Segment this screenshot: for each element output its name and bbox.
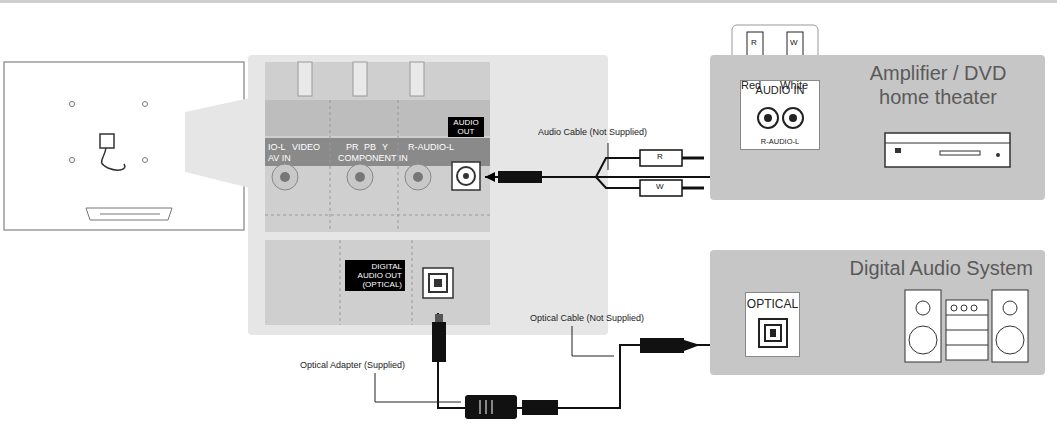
tv-back (86, 208, 172, 220)
connector-panel (280, 172, 290, 182)
connector-panel (330, 100, 331, 230)
connector-panel (405, 164, 431, 190)
connector-panel (248, 55, 608, 335)
label-text: Red (741, 79, 761, 92)
connector-panel (412, 240, 413, 325)
optical-adapter-and-plugs (492, 400, 493, 414)
tv-back (143, 158, 148, 163)
node-title: OPTICAL (746, 297, 799, 311)
connector-panel (452, 162, 480, 190)
label-text: R (657, 152, 663, 161)
tv-back (70, 158, 75, 163)
connector-panel (265, 100, 490, 136)
connector-panel (347, 164, 373, 190)
label-text: PR (346, 142, 359, 152)
jack-label: DIGITAL AUDIO OUT (OPTICAL) (345, 258, 460, 313)
connector-panel (457, 167, 475, 185)
connector-panel (423, 268, 453, 298)
label-text: White (780, 79, 808, 92)
optical-adapter-and-plugs (480, 400, 481, 414)
optical-adapter-and-plugs (640, 338, 684, 353)
audio-cable-plugs (640, 150, 682, 166)
jack-box: OPTICAL (745, 292, 800, 357)
optical-adapter-and-plugs (486, 400, 487, 414)
label-text: Optical Cable (Not Supplied) (530, 313, 644, 323)
audio-cable-plugs (682, 187, 704, 190)
cable-connector (438, 313, 710, 408)
top-rule (0, 0, 1057, 3)
label-text: AV IN (268, 153, 291, 163)
label-text: VIDEO (292, 142, 320, 152)
connector-panel (355, 172, 365, 182)
connector-panel (463, 173, 469, 179)
connector-panel (248, 55, 608, 335)
optical-adapter-and-plugs (522, 400, 558, 415)
node-title: AUDIO OUT (448, 117, 484, 137)
label-text: IO-L (268, 142, 286, 152)
node-title: DIGITAL AUDIO OUT (OPTICAL) (345, 260, 405, 291)
connector-panel (429, 274, 447, 292)
label-text: COMPONENT IN (338, 153, 408, 163)
optical-adapter-and-plugs (432, 322, 446, 362)
audio-cable-plugs (682, 157, 704, 160)
connector-panel (272, 164, 298, 190)
connector-panel (340, 240, 341, 325)
connector-panel (265, 215, 490, 216)
optical-adapter-and-plugs (435, 314, 443, 322)
tv-back (70, 102, 75, 107)
optical-adapter-and-plugs (684, 340, 700, 351)
node-title: Amplifier / DVD home theater (843, 61, 1033, 109)
optical-adapter-and-plugs (465, 395, 517, 419)
device-panel: Amplifier / DVD home theaterAUDIO INR-AU… (710, 55, 1045, 200)
tv-back (100, 214, 160, 215)
connector-panel (413, 172, 423, 182)
connector-panel (410, 62, 424, 96)
label-text: W (790, 38, 798, 47)
tv-back (100, 134, 114, 148)
optical-adapter-and-plugs (432, 314, 700, 419)
connector-panel (298, 62, 312, 96)
connector-panel (265, 240, 490, 325)
label-text: W (656, 182, 664, 191)
jack-label: AUDIO OUT (448, 117, 484, 195)
leader-lines (572, 326, 614, 356)
tv-back (143, 102, 148, 107)
audio-cable-plugs (542, 158, 640, 188)
connector-panel (398, 100, 399, 230)
node-title: Digital Audio System (850, 256, 1033, 280)
leader-lines (375, 143, 614, 402)
tv-back (102, 148, 125, 170)
label-text: R (751, 38, 757, 47)
label-text: Audio Cable (Not Supplied) (538, 127, 647, 137)
label-text: Y (382, 142, 388, 152)
connector-panel (353, 62, 367, 96)
device-panel: Digital Audio SystemOPTICAL (710, 250, 1045, 375)
label-text: R-AUDIO-L (408, 142, 454, 152)
node-subtext: R-AUDIO-L (741, 137, 819, 146)
audio-cable-plugs (498, 171, 542, 183)
connector-panel (434, 279, 442, 287)
audio-cable-plugs (640, 180, 682, 196)
label-text: PB (364, 142, 376, 152)
leader-lines (375, 373, 461, 402)
audio-cable-plugs (498, 150, 704, 196)
connector-panel (265, 62, 490, 232)
label-text: Optical Adapter (Supplied) (300, 360, 405, 370)
leader-lines (608, 143, 609, 170)
zoom-wedge (185, 98, 250, 188)
